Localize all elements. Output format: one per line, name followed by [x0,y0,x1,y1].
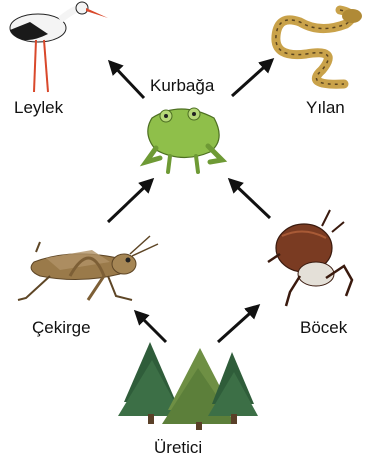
arrows [108,60,272,342]
label-uretici: Üretici [154,438,202,458]
stork-icon [10,2,108,92]
arrow-bocek-to-kurbaga [230,180,270,218]
arrow-uretici-to-bocek [218,306,258,342]
label-bocek: Böcek [300,318,347,338]
beetle-icon [268,210,352,306]
label-kurbaga: Kurbağa [150,76,214,96]
arrow-kurbaga-to-yilan [232,60,272,96]
label-cekirge: Çekirge [32,318,91,338]
label-leylek: Leylek [14,98,63,118]
snake-icon [276,9,362,84]
arrow-kurbaga-to-leylek [110,62,144,98]
arrow-uretici-to-cekirge [136,312,166,342]
frog-icon [146,108,222,172]
trees-icon [118,342,258,430]
grasshopper-icon [18,236,158,300]
arrow-cekirge-to-kurbaga [108,180,152,222]
label-yilan: Yılan [306,98,345,118]
